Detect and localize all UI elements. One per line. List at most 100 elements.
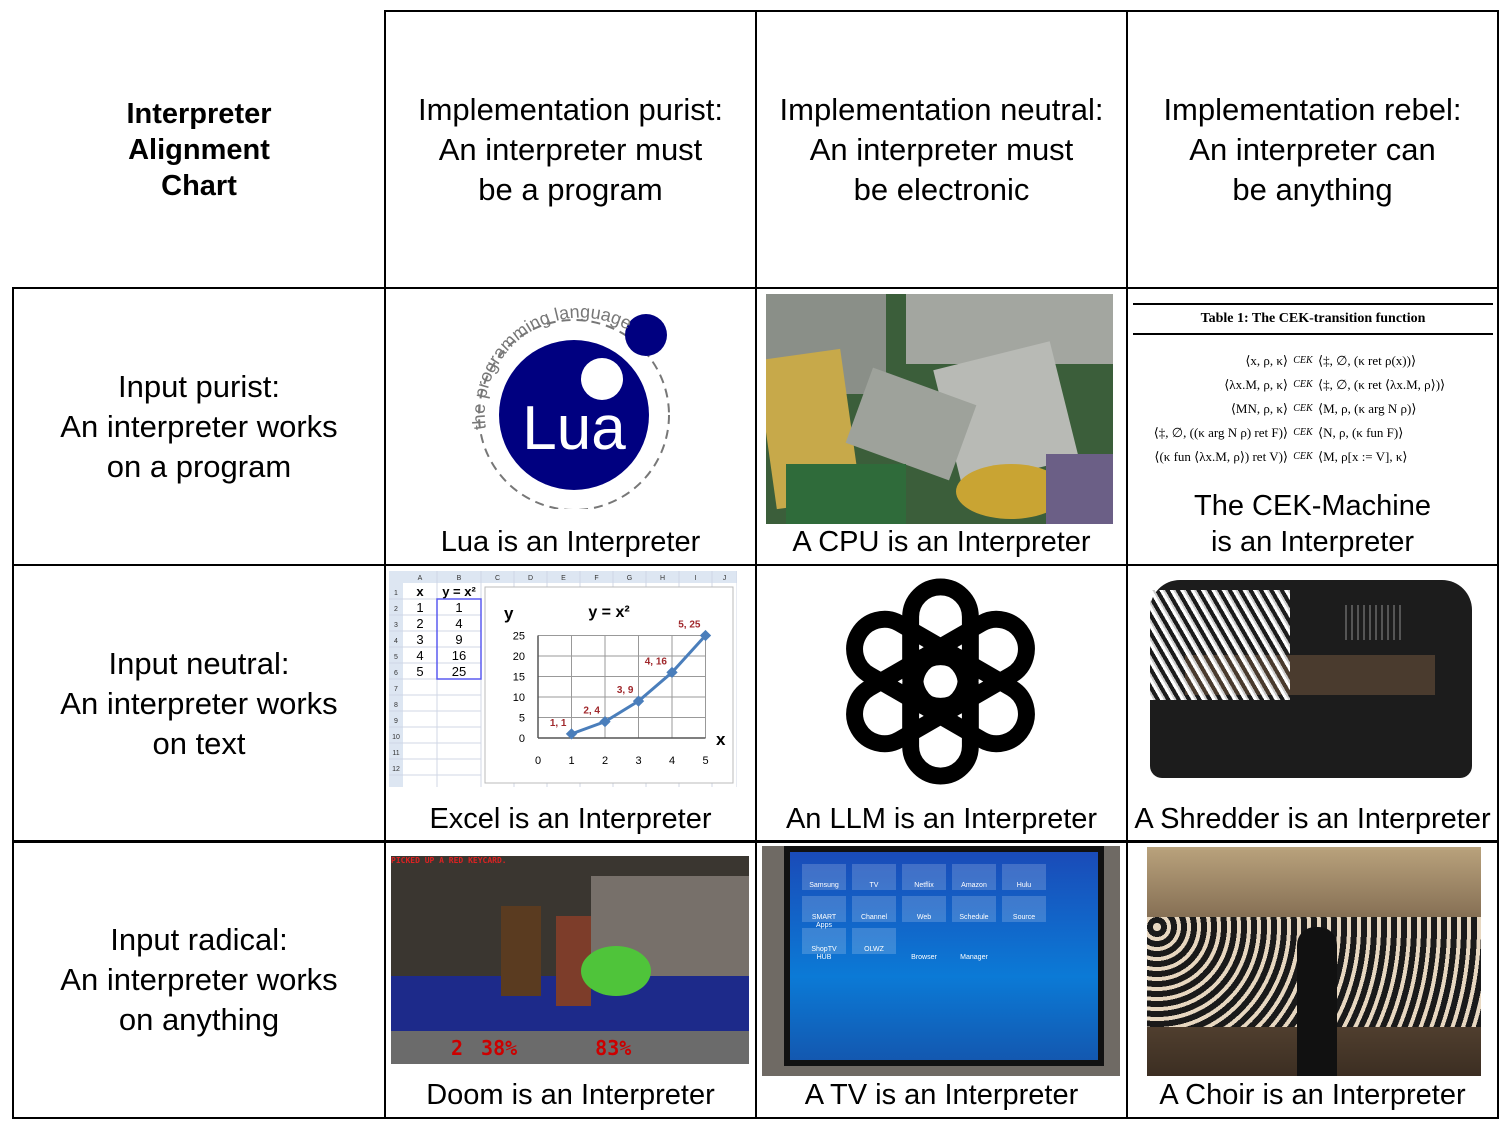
- tv-app-tile: Web Browser: [902, 896, 946, 961]
- y-tick-label: 10: [513, 692, 525, 704]
- row-number: 1: [394, 590, 398, 597]
- row-number: 3: [394, 622, 398, 629]
- row-number: 6: [394, 670, 398, 677]
- column-letter: F: [594, 575, 598, 582]
- excel-cell: 4: [416, 648, 423, 663]
- header-line: be a program: [478, 171, 663, 207]
- row-number: 7: [394, 686, 398, 693]
- cell-cek-machine: Table 1: The CEK-transition function ⟨x,…: [1126, 287, 1499, 566]
- cell-lua: the programming language Lua Lua is an I…: [384, 287, 757, 566]
- header-line: on anything: [118, 1001, 280, 1037]
- row-number: 11: [392, 750, 399, 757]
- x-axis-label: x: [716, 730, 726, 749]
- tv-app-tile: Netflix: [902, 864, 946, 890]
- header-line: on a program: [106, 448, 292, 484]
- column-letter: A: [418, 575, 423, 582]
- caption: Doom is an Interpreter: [426, 1079, 715, 1111]
- tv-app-tile: Samsung Apps: [802, 864, 846, 929]
- excel-cell: 25: [452, 664, 466, 679]
- row-header-input-purist: Input purist: An interpreter works on a pr…: [12, 287, 386, 566]
- row-number: 10: [392, 734, 400, 741]
- cek-rule: ⟨λx.M, ρ, κ⟩CEK⟨‡, ∅, (κ ret ⟨λx.M, ρ⟩)⟩: [1224, 377, 1446, 392]
- caption: A Choir is an Interpreter: [1159, 1079, 1466, 1111]
- row-number: 5: [394, 654, 398, 661]
- title-line: Alignment: [128, 133, 270, 166]
- data-label: 1, 1: [550, 718, 567, 729]
- data-label: 4, 16: [645, 656, 668, 667]
- tv-app-tile: Hulu: [1002, 864, 1046, 890]
- header-line: Implementation purist:: [418, 91, 723, 127]
- cek-rule: ⟨‡, ∅, ((κ arg N ρ) ret F)⟩CEK⟨N, ρ, (κ …: [1153, 425, 1404, 440]
- excel-cell: 16: [452, 648, 466, 663]
- lua-wordmark: Lua: [522, 394, 626, 463]
- doom-screenshot: PICKED UP A RED KEYCARD. 2 38% 83%: [391, 856, 749, 1064]
- header-line: An interpreter must: [809, 131, 1074, 167]
- cek-rule: ⟨(κ fun ⟨λx.M, ρ⟩) ret V)⟩CEK⟨M, ρ[x := …: [1154, 449, 1408, 464]
- chart-area: [484, 586, 734, 784]
- doom-armor: 83%: [595, 1035, 632, 1060]
- column-header-implementation-neutral: Implementation neutral: An interpreter mu…: [755, 10, 1128, 289]
- header-line: An interpreter can: [1189, 131, 1436, 167]
- excel-cell: 2: [416, 616, 423, 631]
- tv-app-tile: Amazon: [952, 864, 996, 890]
- openai-logo: [833, 574, 1048, 789]
- column-letter: E: [561, 575, 566, 582]
- row-number: 12: [392, 766, 400, 773]
- cell-choir: A Choir is an Interpreter: [1126, 840, 1499, 1119]
- column-letter: B: [457, 575, 462, 582]
- excel-cell: 3: [416, 632, 423, 647]
- header-line: An interpreter works: [60, 408, 338, 444]
- shredder-photo: [1145, 575, 1477, 783]
- x-tick-label: 2: [602, 755, 608, 767]
- data-point: [599, 715, 611, 728]
- column-letter: J: [723, 575, 727, 582]
- cell-shredder: A Shredder is an Interpreter: [1126, 564, 1499, 843]
- data-label: 2, 4: [583, 706, 600, 717]
- title-line: Chart: [161, 169, 237, 202]
- y-tick-label: 15: [513, 672, 525, 684]
- cell-llm: An LLM is an Interpreter: [755, 564, 1128, 843]
- tv-app-tile: Channel: [852, 896, 896, 922]
- doom-message: PICKED UP A RED KEYCARD.: [391, 856, 507, 865]
- cell-doom: PICKED UP A RED KEYCARD. 2 38% 83% Doom …: [384, 840, 757, 1119]
- tv-app-tile: SMART HUB: [802, 896, 846, 961]
- y-tick-label: 25: [513, 631, 525, 643]
- header-line: be electronic: [853, 171, 1030, 207]
- header-line: on text: [152, 725, 246, 761]
- caption: Excel is an Interpreter: [429, 803, 712, 835]
- caption: A CPU is an Interpreter: [792, 526, 1091, 558]
- excel-cell: 5: [416, 664, 423, 679]
- row-number: 9: [394, 718, 398, 725]
- y-tick-label: 5: [519, 713, 525, 725]
- header-line: Implementation neutral:: [779, 91, 1104, 127]
- tv-app-tile: Schedule Manager: [952, 896, 996, 961]
- tv-app-tile: Source: [1002, 896, 1046, 922]
- header-line: Input purist:: [118, 368, 280, 404]
- caption: A TV is an Interpreter: [804, 1079, 1079, 1111]
- column-letter: I: [695, 575, 697, 582]
- column-header-bar: [389, 571, 737, 583]
- excel-cell: 1: [416, 600, 423, 615]
- title-line: Interpreter: [126, 97, 272, 130]
- header-line: An interpreter works: [60, 685, 338, 721]
- caption: An LLM is an Interpreter: [785, 803, 1098, 835]
- caption: A Shredder is an Interpreter: [1134, 803, 1491, 835]
- x-tick-label: 3: [635, 755, 641, 767]
- tv-app-tile: ShopTV: [802, 928, 846, 954]
- column-letter: D: [528, 575, 533, 582]
- column-letter: H: [660, 575, 665, 582]
- row-number: 4: [394, 638, 398, 645]
- y-tick-label: 20: [513, 651, 525, 663]
- choir-photo: [1147, 847, 1481, 1076]
- x-tick-label: 1: [568, 755, 574, 767]
- header-line: Input radical:: [110, 921, 288, 957]
- cell-cpu: A CPU is an Interpreter: [755, 287, 1128, 566]
- excel-header-cell: x: [416, 584, 424, 599]
- header-line: Input neutral:: [108, 645, 290, 681]
- x-tick-label: 0: [535, 755, 541, 767]
